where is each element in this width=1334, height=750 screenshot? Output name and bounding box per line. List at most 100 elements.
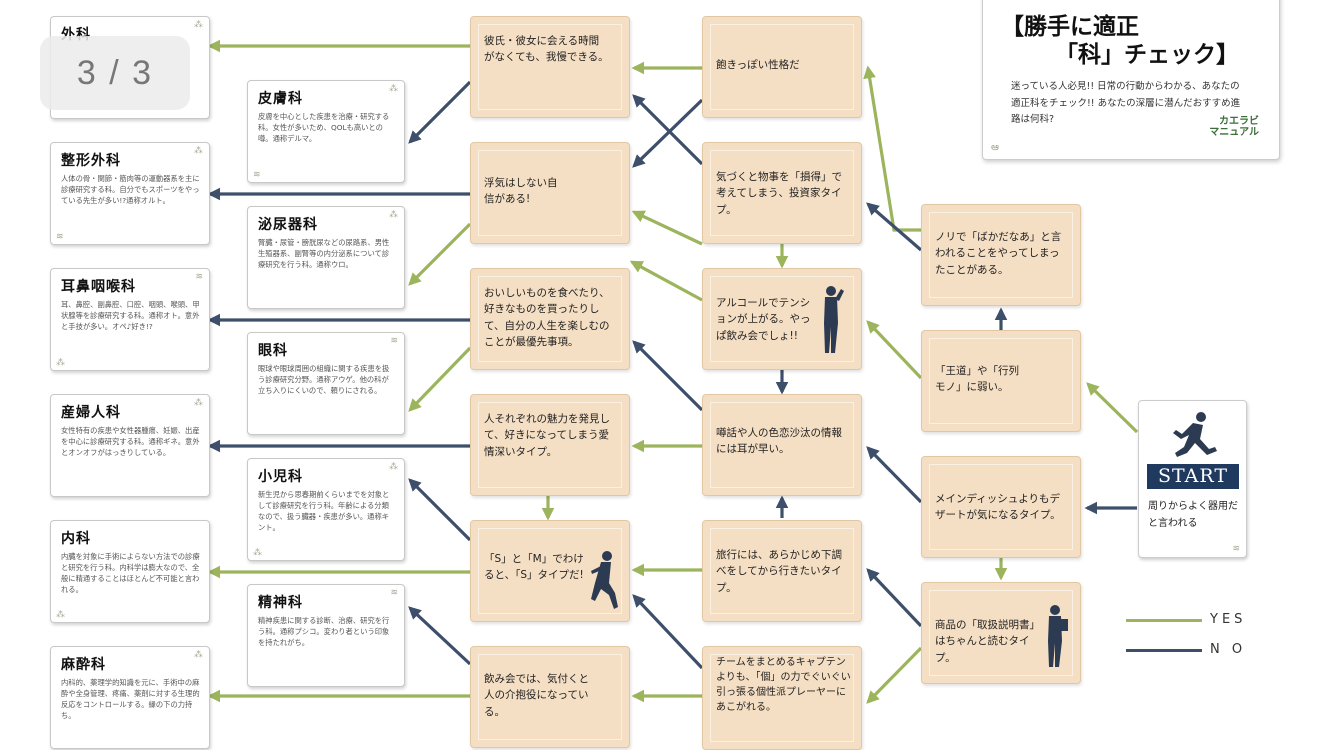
question-text: 飲み会では、気付くと人の介抱役になっている。	[484, 673, 589, 718]
decoration-icon: ⁂	[389, 462, 398, 472]
question-card: チームをまとめるキャプテンよりも、「個」の力でぐいぐい引っ張る個性派プレーヤーに…	[702, 646, 862, 750]
arrow-yes-q_nori-to-q_akippoi	[863, 65, 921, 232]
question-card: メインディッシュよりもデザートが気になるタイプ。	[921, 456, 1081, 558]
result-desc: 新生児から思春期前くらいまでを対象として診療研究を行う科。年齢による分類なので、…	[258, 490, 390, 532]
result-card-ganka: 眼科 眼球や眼球周囲の組織に関する疾患を扱う診療研究分野。通称アウゲ。他の科が立…	[247, 332, 405, 435]
result-card-hinyoki: 泌尿器科 腎臓・尿管・膀胱尿などの尿路系、男性生殖器系、副腎等の内分泌系について…	[247, 206, 405, 309]
question-card: 気づくと物事を「損得」で考えてしまう、投資家タイプ。	[702, 142, 862, 244]
result-name: 眼科	[258, 343, 288, 359]
decoration-icon: ⁂	[194, 146, 203, 156]
title-subtitle: 迷っている人必見!! 日常の行動からわかる、あなたの適正科をチェック!! あなた…	[1011, 81, 1241, 126]
arrow-no-q_sontoku-to-q_kareshi	[632, 94, 704, 166]
legend-yes-swatch	[1126, 619, 1202, 622]
start-card: START 周りからよく器用だと言われる ≋	[1138, 400, 1247, 558]
result-desc: 耳、鼻腔、副鼻腔、口腔、咽頭、喉頭、甲状腺等を診療研究する科。通称オト。意外と手…	[61, 300, 200, 331]
result-name: 産婦人科	[61, 405, 121, 421]
result-desc: 人体の骨・関節・筋肉等の運動器系を主に診療研究する科。自分でもスポーツをやってい…	[61, 174, 200, 205]
result-desc: 女性特有の疾患や女性器腫瘍、妊娠、出産を中心に診療研究する科。通称ギネ。意外とオ…	[61, 426, 200, 457]
result-card-seishin: 精神科 精神疾患に関する診断、治療、研究を行う科。通称プシコ。変わり者という印象…	[247, 584, 405, 687]
result-card-hifuka: 皮膚科 皮膚を中心とした疾患を治療・研究する科。女性が多いため、QOLも高いとの…	[247, 80, 405, 183]
question-card: 人それぞれの魅力を発見して、好きになってしまう愛情深いタイプ。	[470, 394, 630, 496]
question-text: チームをまとめるキャプテンよりも、「個」の力でぐいぐい引っ張る個性派プレーヤーに…	[716, 657, 851, 713]
drinking-man-icon	[824, 286, 844, 353]
arrow-no-q_uwasa-to-q_oishii	[632, 340, 704, 412]
arrow-no-q_sm-to-shoni	[408, 478, 472, 542]
question-card: 飽きっぽい性格だ	[702, 16, 862, 118]
arrow-no-q_captain-to-q_sm	[632, 594, 704, 670]
question-card: 商品の「取扱説明書」はちゃんと読むタイプ。	[921, 582, 1081, 684]
question-text: ノリで「ばかだなあ」と言われることをやってしまったことがある。	[935, 231, 1062, 276]
decoration-icon: ≋	[390, 336, 398, 346]
result-name: 内科	[61, 531, 91, 547]
reading-man-icon	[1048, 605, 1068, 667]
decoration-icon: ⁂	[194, 20, 203, 30]
question-text: 気づくと物事を「損得」で考えてしまう、投資家タイプ。	[716, 171, 842, 216]
result-card-shoni: 小児科 新生児から思春期前くらいまでを対象として診療研究を行う科。年齢による分類…	[247, 458, 405, 561]
arrow-no-q_nori-to-q_sontoku	[866, 202, 923, 252]
question-text: 「S」と「M」でわけると、「S」タイプだ!	[484, 553, 584, 582]
result-name: 小児科	[258, 469, 303, 485]
logo-line2: マニュアル	[1209, 127, 1259, 138]
result-card-sanfujin: 産婦人科 女性特有の疾患や女性器腫瘍、妊娠、出産を中心に診療研究する科。通称ギネ…	[50, 394, 210, 497]
result-card-jibi: 耳鼻咽喉科 耳、鼻腔、副鼻腔、口腔、咽頭、喉頭、甲状腺等を診療研究する科。通称オ…	[50, 268, 210, 371]
decoration-icon: ఆ	[991, 142, 999, 153]
result-desc: 眼球や眼球周囲の組織に関する疾患を扱う診療研究分野。通称アウゲ。他の科が立ち入り…	[258, 364, 390, 395]
decoration-icon: ≋	[390, 588, 398, 598]
legend-yes-label: YES	[1210, 612, 1247, 627]
result-card-masui: 麻酔科 内科的、薬理学的知識を元に、手術中の麻酔や全身管理、疼痛、薬剤に対する生…	[50, 646, 210, 749]
arrow-no-q_setsumei-to-q_ryokou	[866, 568, 923, 628]
question-card: 「王道」や「行列モノ」に弱い。	[921, 330, 1081, 432]
runner-icon	[1173, 412, 1217, 457]
result-desc: 内科的、薬理学的知識を元に、手術中の麻酔や全身管理、疼痛、薬剤に対する生理的反応…	[61, 678, 200, 720]
arrow-yes-q_sontoku-to-q_uwaki	[631, 210, 703, 246]
question-text: 浮気はしない自信がある!	[484, 177, 558, 206]
question-text: 人それぞれの魅力を発見して、好きになってしまう愛情深いタイプ。	[484, 413, 610, 458]
result-name: 整形外科	[61, 153, 121, 169]
decoration-icon: ⁂	[389, 84, 398, 94]
result-name: 精神科	[258, 595, 303, 611]
question-card: 噂話や人の色恋沙汰の情報には耳が早い。	[702, 394, 862, 496]
arrow-yes-q_uwaki-to-hinyoki	[408, 222, 472, 286]
page-title: 【勝手に適正	[1001, 14, 1139, 40]
result-desc: 腎臓・尿管・膀胱尿などの尿路系、男性生殖器系、副腎等の内分泌系について診療研究を…	[258, 238, 390, 269]
decoration-icon: ⁂	[56, 610, 65, 620]
decoration-icon: ≋	[56, 232, 64, 242]
result-name: 麻酔科	[61, 657, 106, 673]
page-indicator: 3 / 3	[40, 36, 190, 110]
decoration-icon: ⁂	[194, 398, 203, 408]
result-name: 皮膚科	[258, 91, 303, 107]
legend-no: N O	[1126, 640, 1266, 660]
question-card: 飲み会では、気付くと人の介抱役になっている。	[470, 646, 630, 748]
logo: カエラビ マニュアル	[1209, 116, 1259, 138]
title-card: 【勝手に適正 「科」チェック】 迷っている人必見!! 日常の行動からわかる、あな…	[982, 0, 1280, 160]
question-text: おいしいものを食べたり、好きなものを買ったりして、自分の人生を楽しむのことが最優…	[484, 287, 610, 348]
question-card: 「S」と「M」でわけると、「S」タイプだ!	[470, 520, 630, 622]
question-card: アルコールでテンションが上がる。やっぱ飲み会でしょ!!	[702, 268, 862, 370]
question-text: 「王道」や「行列モノ」に弱い。	[935, 365, 1019, 394]
question-text: 噂話や人の色恋沙汰の情報には耳が早い。	[716, 427, 842, 456]
question-card: 彼氏・彼女に会える時間がなくても、我慢できる。	[470, 16, 630, 118]
arrow-yes-q_alcohol-to-q_oishii	[629, 260, 703, 302]
arrow-yes-q_oudou-to-q_alcohol	[866, 320, 923, 380]
arrow-no-q_akippoi-to-q_uwaki	[632, 98, 704, 168]
question-card: おいしいものを食べたり、好きなものを買ったりして、自分の人生を楽しむのことが最優…	[470, 268, 630, 370]
result-desc: 皮膚を中心とした疾患を治療・研究する科。女性が多いため、QOLも高いとの噂。通称…	[258, 112, 390, 143]
result-card-naika: 内科 内臓を対象に手術によらない方法での診療と研究を行う科。内科学は膨大なので、…	[50, 520, 210, 623]
question-text: アルコールでテンションが上がる。やっぱ飲み会でしょ!!	[716, 297, 811, 342]
decoration-icon: ≋	[253, 170, 261, 180]
decoration-icon: ⁂	[56, 358, 65, 368]
arrow-yes-start-to-q_oudou	[1086, 382, 1139, 434]
result-card-seikei: 整形外科 人体の骨・関節・筋肉等の運動器系を主に診療研究する科。自分でもスポーツ…	[50, 142, 210, 245]
result-name: 泌尿器科	[258, 217, 318, 233]
kicking-man-icon	[591, 551, 618, 609]
decoration-icon: ⁂	[253, 548, 262, 558]
question-card: ノリで「ばかだなあ」と言われることをやってしまったことがある。	[921, 204, 1081, 306]
legend-no-swatch	[1126, 649, 1202, 652]
decoration-icon: ⁂	[194, 650, 203, 660]
arrow-yes-q_setsumei-to-q_captain	[866, 646, 923, 704]
decoration-icon: ≋	[1232, 544, 1240, 554]
start-label: START	[1147, 464, 1239, 489]
question-card: 浮気はしない自信がある!	[470, 142, 630, 244]
start-text: 周りからよく器用だと言われる	[1148, 501, 1238, 529]
question-card: 旅行には、あらかじめ下調べをしてから行きたいタイプ。	[702, 520, 862, 622]
